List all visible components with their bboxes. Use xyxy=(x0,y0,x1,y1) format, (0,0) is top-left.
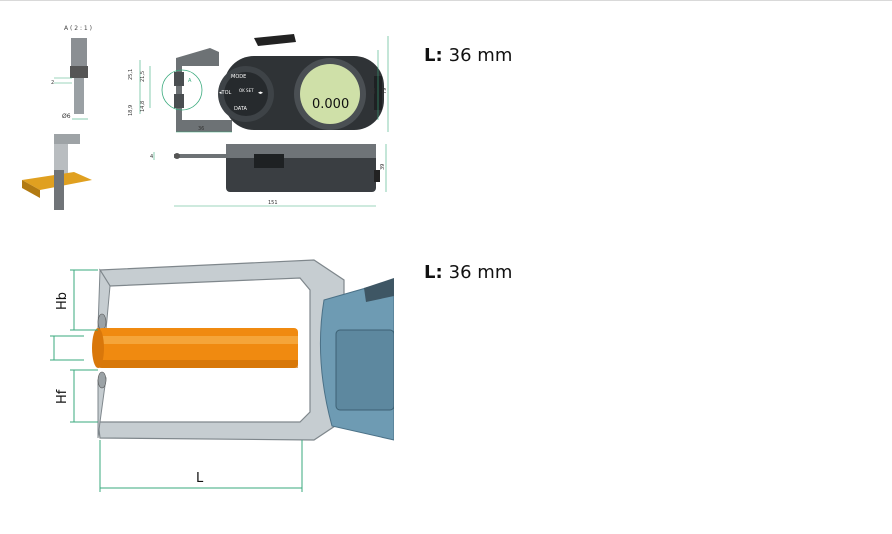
gauge-body xyxy=(319,278,395,441)
dim-h5: 65 xyxy=(371,88,377,94)
dim-lines-side xyxy=(153,144,387,207)
btn-tol: ◂TOL xyxy=(219,90,231,96)
label-hb: Hb xyxy=(55,292,70,310)
btn-ok-set: OK SET xyxy=(239,88,254,93)
dim-w1: 36 xyxy=(198,126,204,132)
caliper-top-view xyxy=(161,34,384,132)
dimension-lines xyxy=(50,269,303,492)
technical-drawing-svg: A ( 2 : 1 ) 2 Ø6 MODE ◂TOL OK SET xyxy=(22,25,389,210)
dim-len: 151 xyxy=(268,200,278,206)
spec-length-1: L:36 mm xyxy=(424,45,512,67)
technical-drawing: A ( 2 : 1 ) 2 Ø6 MODE ◂TOL OK SET xyxy=(14,20,394,220)
dim-d2: Ø6 xyxy=(62,113,71,120)
label-l: L xyxy=(196,471,204,486)
btn-arrows: ◂▸ xyxy=(258,90,264,96)
caliper-diagram-svg: Hb Hf L xyxy=(50,259,395,492)
detail-probe xyxy=(54,38,88,120)
label-hf: Hf xyxy=(55,389,70,404)
btn-mode: MODE xyxy=(231,74,246,80)
dim-t1: 4 xyxy=(150,154,153,160)
spec-label: L: xyxy=(424,262,443,283)
spec-value: 36 mm xyxy=(448,45,513,66)
upper-probe-tip xyxy=(97,313,107,331)
lower-probe-tip xyxy=(97,371,107,389)
spec-label: L: xyxy=(424,45,443,66)
dim-lines-top xyxy=(139,36,389,133)
dim-h3: 18,9 xyxy=(128,105,134,116)
measured-rod xyxy=(92,328,298,368)
dim-h1: 25,1 xyxy=(128,69,134,80)
spec-value: 36 mm xyxy=(448,262,513,283)
dim-h4: 14,8 xyxy=(140,101,146,112)
dim-h7: 39 xyxy=(380,164,386,170)
detail-label: A xyxy=(188,78,192,84)
top-divider xyxy=(0,0,892,1)
btn-data: DATA xyxy=(234,106,247,112)
dim-h6: 79 xyxy=(382,88,388,94)
caliper-side-view xyxy=(174,144,380,192)
spec-length-2: L:36 mm xyxy=(424,262,512,284)
dim-h2: 21,5 xyxy=(140,71,146,82)
lcd-reading: 0.000 xyxy=(312,97,349,112)
dim-d1: 2 xyxy=(51,80,54,86)
scale-label: A ( 2 : 1 ) xyxy=(64,25,92,32)
caliper-diagram: Hb Hf L xyxy=(14,240,395,500)
probe-photo xyxy=(22,134,92,210)
